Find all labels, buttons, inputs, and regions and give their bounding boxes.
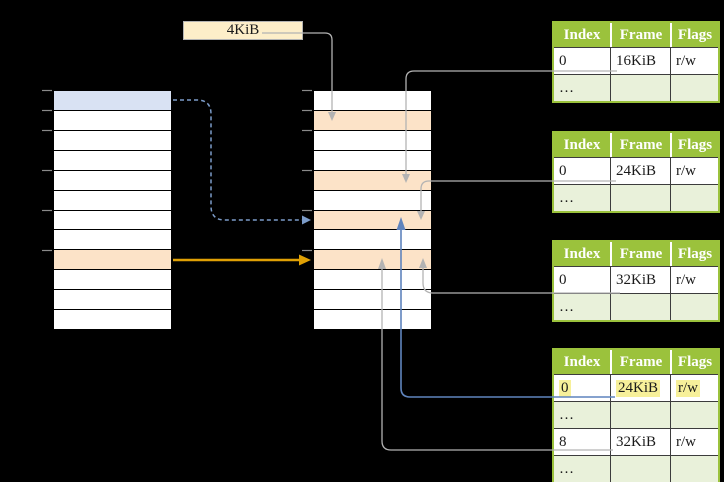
highlighted-value: 24KiB bbox=[616, 379, 661, 397]
cell-frame: 24KiB bbox=[610, 158, 670, 184]
cell-flags: r/w bbox=[670, 375, 718, 401]
memory-row-white bbox=[314, 289, 431, 310]
cell-frame: 16KiB bbox=[610, 48, 670, 74]
cell-index: 0 bbox=[559, 162, 567, 179]
memory-row-orange bbox=[314, 209, 431, 230]
second-level-page-table-column bbox=[313, 90, 432, 330]
cell-frame: 32KiB bbox=[610, 429, 670, 455]
cell-flags bbox=[670, 456, 718, 482]
memory-row-white bbox=[314, 129, 431, 150]
cell-index: 8 bbox=[559, 433, 567, 450]
cell-frame bbox=[610, 75, 670, 101]
highlighted-value: r/w bbox=[676, 379, 700, 397]
cell-frame bbox=[610, 402, 670, 428]
cell-frame bbox=[610, 456, 670, 482]
cell-flags bbox=[670, 294, 718, 320]
cell-index: … bbox=[559, 79, 574, 96]
page-size-label: 4KiB bbox=[183, 21, 303, 40]
header-cell: Flags bbox=[670, 23, 718, 47]
cell-index: 0 bbox=[559, 271, 567, 288]
cell-frame: 32KiB bbox=[610, 267, 670, 293]
cell-flags: r/w bbox=[670, 267, 718, 293]
memory-row-orange bbox=[314, 109, 431, 130]
arrow-dashed-directory-to-page bbox=[173, 99, 311, 225]
memory-row-blue bbox=[54, 91, 171, 110]
page-table-row: … bbox=[554, 74, 718, 101]
memory-row-white bbox=[54, 289, 171, 310]
cell-frame: 24KiB bbox=[610, 375, 670, 401]
header-cell: Frame bbox=[610, 350, 670, 374]
memory-row-white bbox=[54, 169, 171, 190]
arrow-gold-directory-to-page bbox=[173, 254, 311, 266]
header-cell: Frame bbox=[610, 242, 670, 266]
page-table-row: … bbox=[554, 401, 718, 428]
cell-frame bbox=[610, 294, 670, 320]
memory-row-white bbox=[54, 149, 171, 170]
page-size-label-text: 4KiB bbox=[226, 22, 260, 38]
header-cell: Index bbox=[563, 245, 601, 262]
memory-row-white bbox=[54, 189, 171, 210]
page-table-row: 0 24KiB r/w bbox=[554, 374, 718, 401]
cell-index: … bbox=[559, 406, 574, 423]
cell-flags: r/w bbox=[670, 48, 718, 74]
memory-row-white bbox=[314, 269, 431, 290]
cell-index: 0 bbox=[559, 52, 567, 69]
header-cell: Flags bbox=[670, 133, 718, 157]
memory-row-white bbox=[314, 229, 431, 250]
header-cell: Frame bbox=[610, 23, 670, 47]
cell-index: … bbox=[559, 298, 574, 315]
memory-row-white bbox=[314, 91, 431, 110]
memory-row-white bbox=[54, 129, 171, 150]
memory-row-white bbox=[314, 149, 431, 170]
left-table-ticks bbox=[42, 89, 52, 252]
middle-table-ticks bbox=[302, 89, 312, 252]
cell-flags: r/w bbox=[670, 429, 718, 455]
header-cell: Flags bbox=[670, 242, 718, 266]
highlighted-value: 0 bbox=[559, 379, 571, 397]
cell-flags bbox=[670, 185, 718, 211]
header-cell: Index bbox=[563, 26, 601, 43]
memory-row-white bbox=[314, 189, 431, 210]
memory-row-white bbox=[314, 309, 431, 330]
header-cell: Index bbox=[563, 353, 601, 370]
memory-row-white bbox=[54, 209, 171, 230]
cell-frame bbox=[610, 185, 670, 211]
cell-flags bbox=[670, 75, 718, 101]
memory-row-orange bbox=[54, 249, 171, 270]
memory-row-orange bbox=[314, 249, 431, 270]
cell-index: … bbox=[559, 189, 574, 206]
memory-row-orange bbox=[314, 169, 431, 190]
cell-flags bbox=[670, 402, 718, 428]
header-cell: Frame bbox=[610, 133, 670, 157]
first-level-page-table bbox=[53, 90, 172, 330]
page-table-row: … bbox=[554, 455, 718, 482]
memory-row-white bbox=[54, 269, 171, 290]
cell-flags: r/w bbox=[670, 158, 718, 184]
cell-index: 0 bbox=[554, 375, 610, 401]
page-table-row: … bbox=[554, 184, 718, 211]
memory-row-white bbox=[54, 109, 171, 130]
header-cell: Flags bbox=[670, 350, 718, 374]
page-table-row: … bbox=[554, 293, 718, 320]
memory-row-white bbox=[54, 229, 171, 250]
cell-index: … bbox=[559, 460, 574, 477]
header-cell: Index bbox=[563, 136, 601, 153]
memory-row-white bbox=[54, 309, 171, 330]
